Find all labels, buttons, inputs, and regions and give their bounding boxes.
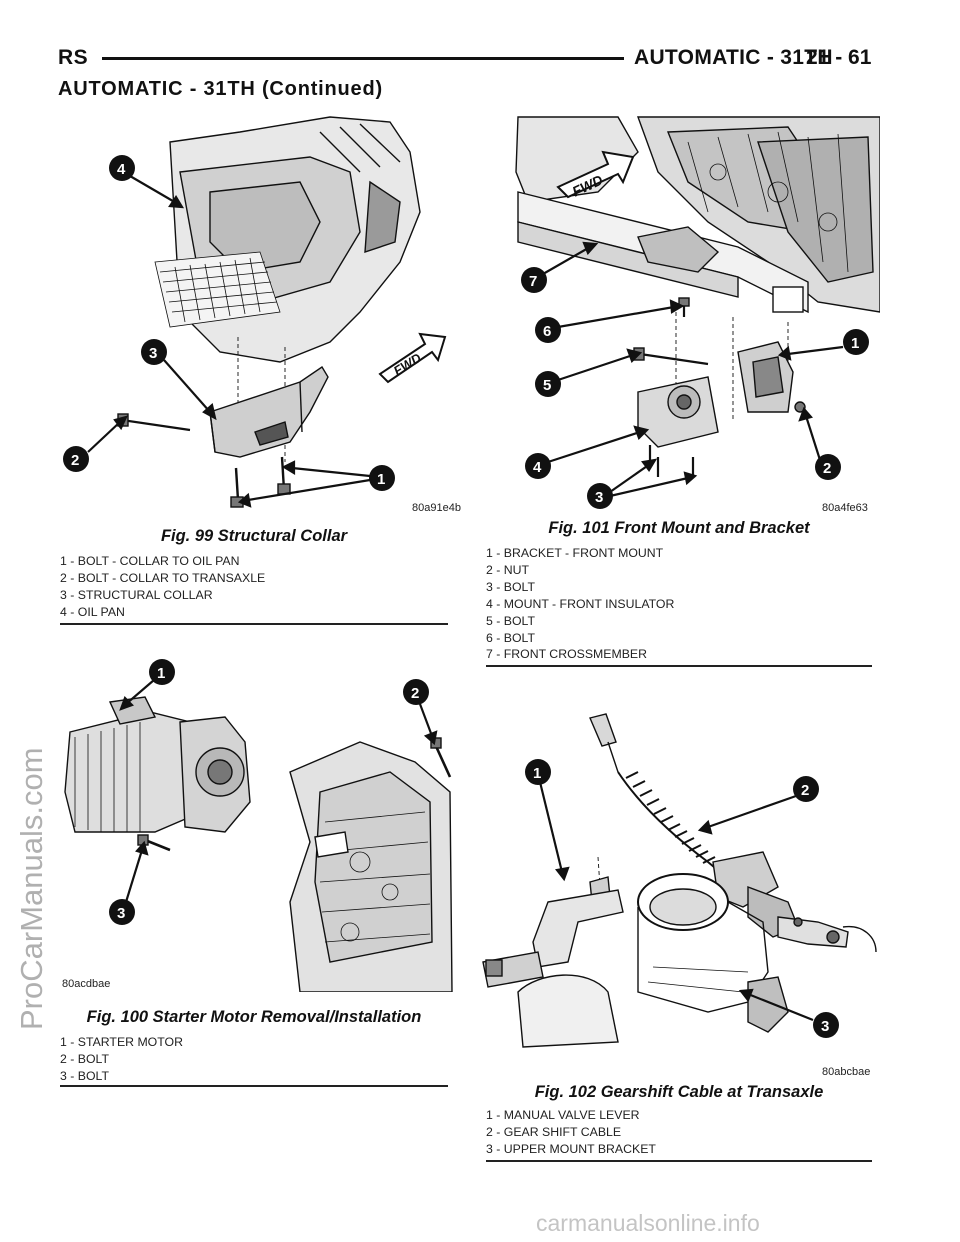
callout-3: 3 [595, 489, 603, 506]
figure-101-code: 80a4fe63 [822, 502, 868, 514]
figure-100-illustration: 1 2 3 [60, 642, 458, 992]
legend-item: 1 - STARTER MOTOR [60, 1035, 183, 1049]
legend-item: 1 - BOLT - COLLAR TO OIL PAN [60, 554, 240, 568]
callout-7: 7 [529, 273, 537, 290]
callout-4: 4 [117, 161, 126, 178]
callout-6: 6 [543, 323, 551, 340]
figure-102-code: 80abcbae [822, 1066, 871, 1078]
figure-99-caption: Fig. 99 Structural Collar [160, 527, 348, 545]
section-code: RS [58, 46, 89, 69]
figure-100-legend: 1 - STARTER MOTOR 2 - BOLT 3 - BOLT [60, 1034, 183, 1085]
figure-99-code: 80a91e4b [412, 502, 461, 514]
side-watermark: ProCarManuals.com [14, 747, 49, 1030]
legend-item: 3 - BOLT [486, 579, 535, 594]
legend-item: 2 - NUT [486, 562, 530, 577]
figure-102-caption: Fig. 102 Gearshift Cable at Transaxle [534, 1083, 824, 1101]
page-number: 21 - 61 [806, 46, 872, 69]
callout-4: 4 [533, 459, 542, 476]
section-title: AUTOMATIC - 31TH (Continued) [58, 78, 383, 100]
figure-99-legend: 1 - BOLT - COLLAR TO OIL PAN 2 - BOLT - … [60, 553, 265, 621]
callout-1: 1 [533, 765, 541, 782]
callout-2: 2 [71, 452, 79, 469]
callout-3: 3 [821, 1018, 829, 1035]
callout-2: 2 [823, 460, 831, 477]
callout-3: 3 [117, 905, 125, 922]
callout-1: 1 [157, 665, 165, 682]
callout-2: 2 [411, 685, 419, 702]
header-rule [102, 57, 624, 60]
figure-100-code: 80acdbae [62, 978, 111, 990]
callout-1: 1 [377, 471, 385, 488]
figure-100-rule [60, 1085, 448, 1087]
figure-101-rule [486, 665, 872, 667]
bottom-watermark: carmanualsonline.info [536, 1210, 760, 1236]
legend-item: 6 - BOLT [486, 630, 535, 645]
legend-item: 1 - MANUAL VALVE LEVER [486, 1108, 640, 1122]
legend-item: 2 - GEAR SHIFT CABLE [486, 1124, 622, 1139]
figure-101-caption: Fig. 101 Front Mount and Bracket [548, 519, 810, 537]
legend-item: 3 - STRUCTURAL COLLAR [60, 587, 213, 602]
figure-100-caption: Fig. 100 Starter Motor Removal/Installat… [86, 1008, 422, 1026]
figure-102-rule [486, 1160, 872, 1162]
legend-item: 3 - UPPER MOUNT BRACKET [486, 1141, 656, 1156]
legend-item: 3 - BOLT [60, 1068, 109, 1083]
legend-item: 2 - BOLT - COLLAR TO TRANSAXLE [60, 570, 266, 585]
callout-5: 5 [543, 377, 551, 394]
callout-3: 3 [149, 345, 157, 362]
figure-102-legend: 1 - MANUAL VALVE LEVER 2 - GEAR SHIFT CA… [486, 1107, 656, 1158]
figure-99-illustration: FWD 4 3 2 1 [60, 112, 460, 522]
legend-item: 2 - BOLT [60, 1051, 109, 1066]
legend-item: 5 - BOLT [486, 613, 535, 628]
figure-101-illustration: FWD 7 6 5 4 2 1 3 [488, 112, 880, 522]
callout-2: 2 [801, 782, 809, 799]
chapter-title: AUTOMATIC - 31TH [634, 46, 833, 69]
legend-item: 1 - BRACKET - FRONT MOUNT [486, 546, 664, 560]
legend-item: 4 - MOUNT - FRONT INSULATOR [486, 596, 675, 611]
legend-item: 7 - FRONT CROSSMEMBER [486, 647, 648, 662]
figure-102-illustration: 1 2 3 [478, 712, 878, 1064]
figure-99-rule [60, 623, 448, 625]
callout-1: 1 [851, 335, 859, 352]
figure-101-legend: 1 - BRACKET - FRONT MOUNT 2 - NUT 3 - BO… [486, 545, 674, 663]
legend-item: 4 - OIL PAN [60, 604, 125, 619]
